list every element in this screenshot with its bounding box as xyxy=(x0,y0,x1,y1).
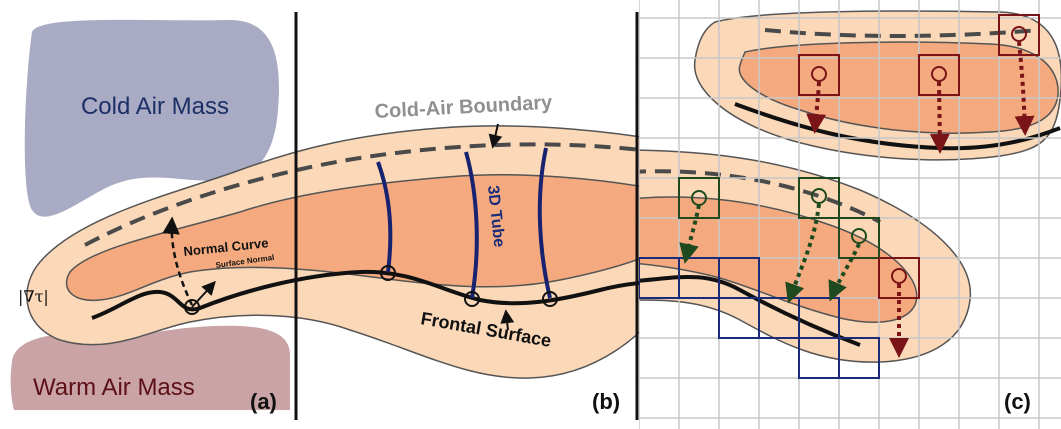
cold-air-boundary-label: Cold-Air Boundary xyxy=(374,92,554,123)
panel-c-upper-boundary-line xyxy=(764,28,1041,38)
trace-arrow-red-2 xyxy=(806,81,827,134)
frontal-voxels xyxy=(639,257,880,379)
warm-seed-3 xyxy=(931,66,947,82)
boundary-voxel-2 xyxy=(798,177,840,219)
boundary-voxel-1 xyxy=(678,177,720,219)
gradient-inner-band xyxy=(65,174,639,302)
trace-arrow-green-1 xyxy=(679,204,701,264)
warm-voxels xyxy=(798,14,1040,358)
panel-label-c: (c) xyxy=(1004,389,1031,414)
frontal-pointer-arrow xyxy=(500,309,515,331)
panel-label-a: (a) xyxy=(250,389,277,414)
boundary-voxels xyxy=(678,177,880,304)
warm-voxel-3 xyxy=(918,54,960,96)
tube-seed-2 xyxy=(464,291,480,307)
warm-voxel-1 xyxy=(878,257,920,299)
trace-arrow-red-4 xyxy=(1014,41,1035,136)
tube-1 xyxy=(376,161,393,273)
warm-voxel-4 xyxy=(998,14,1040,56)
boundary-seed-2 xyxy=(811,188,827,204)
panel-c xyxy=(639,0,1061,429)
tube-3d-label: 3D Tube xyxy=(484,185,507,248)
frontal-voxel-8 xyxy=(838,337,880,379)
boundary-voxel-3 xyxy=(838,217,880,259)
boundary-pointer-arrow xyxy=(488,123,503,149)
panel-label-b: (b) xyxy=(592,389,620,414)
warm-seed-1 xyxy=(891,268,907,284)
panel-c-frontal-line xyxy=(639,275,861,347)
tube-3 xyxy=(537,147,552,299)
normal-seed-point xyxy=(184,299,200,315)
warm-air-mass-blob xyxy=(10,325,291,410)
warm-voxel-2 xyxy=(798,54,840,96)
gradient-magnitude-label: |∇τ| xyxy=(18,287,49,306)
surface-normal-arrow xyxy=(191,280,216,308)
tube-2 xyxy=(464,151,479,299)
boundary-seed-3 xyxy=(851,228,867,244)
trace-arrow-red-3 xyxy=(929,81,950,154)
panel-a-b: Cold Air Mass Warm Air Mass Cold-Air Bou… xyxy=(10,19,639,410)
panel-c-upper-inner-band xyxy=(738,41,1059,134)
panel-c-boundary-line xyxy=(639,169,881,224)
cold-air-mass-blob xyxy=(24,19,279,217)
tube-seed-1 xyxy=(380,265,396,281)
tube-seed-3 xyxy=(542,291,558,307)
cold-air-boundary-line xyxy=(84,142,639,247)
cold-air-mass-label: Cold Air Mass xyxy=(81,93,229,120)
warm-seed-4 xyxy=(1011,26,1027,42)
warm-seed-2 xyxy=(811,66,827,82)
frontal-surface-line xyxy=(91,269,639,320)
normal-curve-arrow xyxy=(162,216,194,306)
warm-air-mass-label: Warm Air Mass xyxy=(33,374,195,401)
trace-arrow-green-2 xyxy=(785,203,821,304)
panel-c-inner-band xyxy=(639,196,918,323)
